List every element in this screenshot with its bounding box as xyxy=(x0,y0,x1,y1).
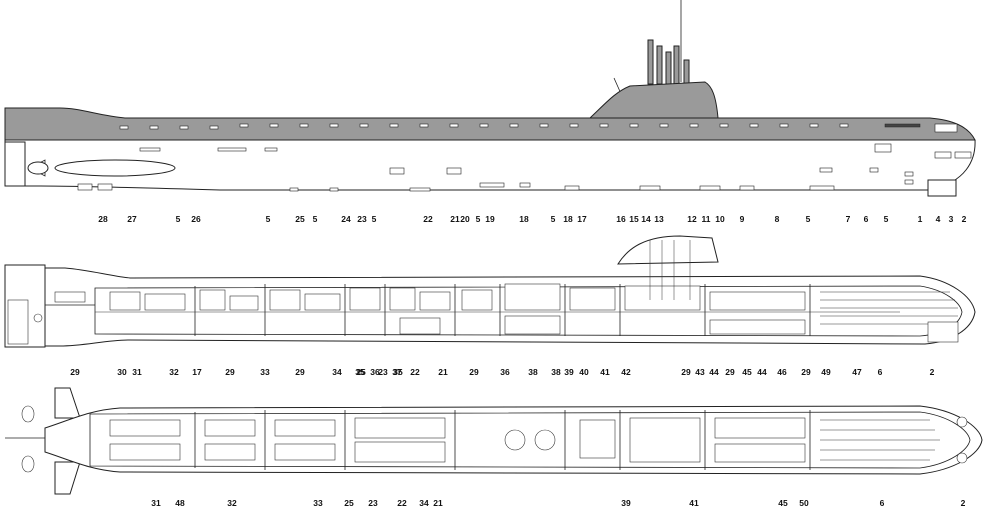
callout-label: 29 xyxy=(295,367,305,377)
callout-label: 22 xyxy=(397,498,407,508)
callout-label: 4 xyxy=(936,214,941,224)
upper-port-row xyxy=(119,123,958,133)
callout-label: 6 xyxy=(864,214,869,224)
callout-label: 29 xyxy=(725,367,735,377)
callout-label: 38 xyxy=(528,367,538,377)
callout-label: 46 xyxy=(777,367,787,377)
callout-label: 5 xyxy=(313,214,318,224)
callout-label: 5 xyxy=(551,214,556,224)
callout-label: 19 xyxy=(485,214,495,224)
callout-label: 36 xyxy=(500,367,510,377)
callout-label: 35 xyxy=(393,367,403,377)
callout-label: 17 xyxy=(192,367,202,377)
callout-label: 33 xyxy=(313,498,323,508)
callout-label: 8 xyxy=(775,214,780,224)
callout-label: 36 xyxy=(370,367,380,377)
callout-label: 34 xyxy=(332,367,342,377)
callout-label: 47 xyxy=(852,367,862,377)
callout-label: 7 xyxy=(846,214,851,224)
callout-label: 6 xyxy=(880,498,885,508)
callout-label: 12 xyxy=(687,214,697,224)
callout-label: 33 xyxy=(260,367,270,377)
callout-label: 3 xyxy=(949,214,954,224)
callout-label: 45 xyxy=(778,498,788,508)
callout-label: 5 xyxy=(266,214,271,224)
callout-label: 5 xyxy=(372,214,377,224)
callout-label: 15 xyxy=(629,214,639,224)
callout-label: 5 xyxy=(806,214,811,224)
callout-label: 21 xyxy=(433,498,443,508)
longitudinal-section xyxy=(4,235,976,348)
callout-label: 49 xyxy=(821,367,831,377)
callout-label: 38 xyxy=(551,367,561,377)
callout-label: 18 xyxy=(519,214,529,224)
callout-label: 45 xyxy=(742,367,752,377)
callout-label: 23 xyxy=(357,214,367,224)
callout-label: 32 xyxy=(227,498,237,508)
callout-label: 31 xyxy=(151,498,161,508)
callout-label: 25 xyxy=(295,214,305,224)
callout-label: 5 xyxy=(476,214,481,224)
callout-label: 29 xyxy=(801,367,811,377)
callout-label: 29 xyxy=(70,367,80,377)
side-profile xyxy=(4,0,976,197)
callout-label: 31 xyxy=(132,367,142,377)
callout-label: 23 xyxy=(368,498,378,508)
callout-label: 41 xyxy=(600,367,610,377)
callout-label: 41 xyxy=(689,498,699,508)
callout-label: 24 xyxy=(341,214,351,224)
callout-label: 42 xyxy=(621,367,631,377)
callout-label: 34 xyxy=(419,498,429,508)
callout-label: 6 xyxy=(878,367,883,377)
callout-label: 23 xyxy=(378,367,388,377)
callout-label: 18 xyxy=(563,214,573,224)
torpedo-tubes xyxy=(820,291,958,325)
callout-label: 13 xyxy=(654,214,664,224)
callout-label: 32 xyxy=(169,367,179,377)
callout-label: 14 xyxy=(641,214,651,224)
callout-label: 1 xyxy=(918,214,923,224)
callout-label: 39 xyxy=(621,498,631,508)
callout-label: 5 xyxy=(884,214,889,224)
callout-label: 2 xyxy=(930,367,935,377)
callout-label: 22 xyxy=(423,214,433,224)
callout-label: 43 xyxy=(695,367,705,377)
callout-label: 25 xyxy=(344,498,354,508)
callout-label: 5 xyxy=(176,214,181,224)
callout-label: 29 xyxy=(469,367,479,377)
callout-label: 20 xyxy=(460,214,470,224)
callout-label: 9 xyxy=(740,214,745,224)
callout-label: 11 xyxy=(702,214,711,224)
callout-label: 48 xyxy=(175,498,185,508)
callout-label: 28 xyxy=(98,214,108,224)
callout-label: 40 xyxy=(579,367,589,377)
callout-label: 2 xyxy=(962,214,967,224)
callout-label: 39 xyxy=(564,367,574,377)
callout-label: 35 xyxy=(355,367,365,377)
callout-label: 50 xyxy=(799,498,809,508)
callout-label: 44 xyxy=(757,367,767,377)
callout-label: 10 xyxy=(715,214,725,224)
callout-label: 22 xyxy=(410,367,420,377)
callout-label: 26 xyxy=(191,214,201,224)
callout-label: 30 xyxy=(117,367,127,377)
callout-label: 17 xyxy=(577,214,587,224)
callout-label: 27 xyxy=(127,214,137,224)
plan-view xyxy=(5,387,983,495)
callout-label: 21 xyxy=(450,214,460,224)
callout-label: 44 xyxy=(709,367,719,377)
callout-label: 16 xyxy=(616,214,626,224)
callout-label: 25 xyxy=(356,367,366,377)
callout-label: 29 xyxy=(681,367,691,377)
callout-label: 2 xyxy=(961,498,966,508)
callout-label: 21 xyxy=(438,367,448,377)
callout-label: 37 xyxy=(392,367,402,377)
callout-label: 29 xyxy=(225,367,235,377)
